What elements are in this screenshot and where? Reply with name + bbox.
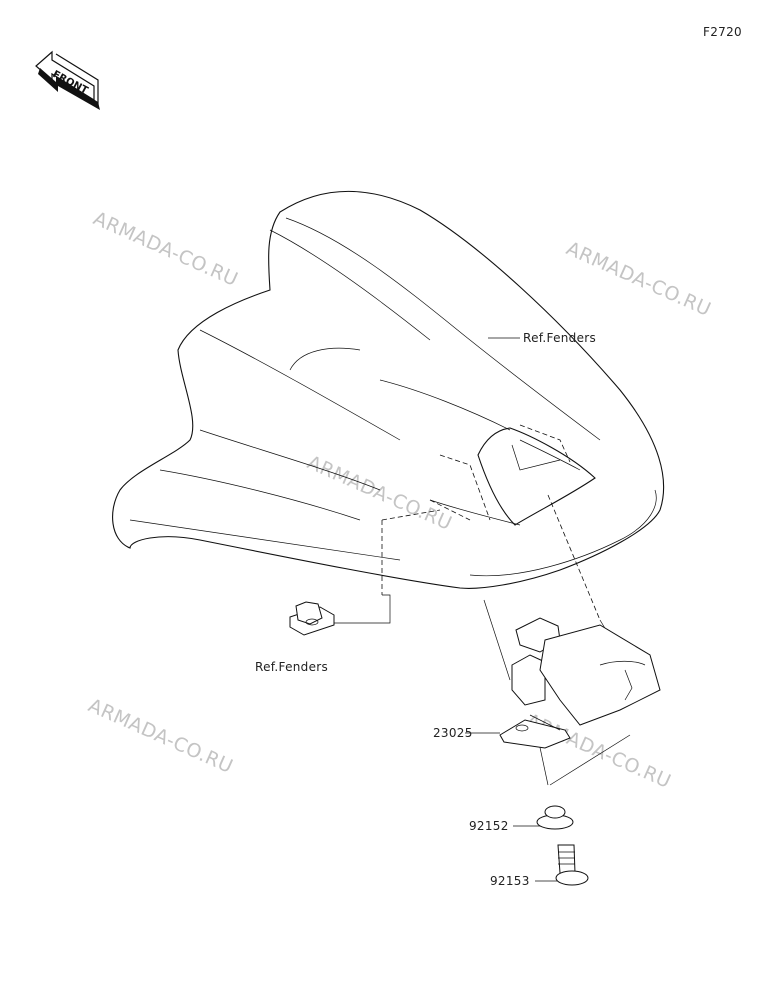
watermark-1: ARMADA-CO.RU bbox=[90, 207, 241, 291]
front-arrow-icon: FRONT bbox=[35, 50, 100, 110]
watermark-5: ARMADA-CO.RU bbox=[523, 709, 674, 793]
label-fender-top: Ref.Fenders bbox=[523, 331, 596, 345]
reference-lines bbox=[330, 424, 631, 786]
screw bbox=[555, 844, 589, 886]
label-fender-left: Ref.Fenders bbox=[255, 660, 328, 674]
watermark-3: ARMADA-CO.RU bbox=[304, 451, 455, 535]
fender-clip bbox=[289, 601, 335, 636]
label-screw: 92153 bbox=[490, 874, 530, 888]
rear-fender-drawing bbox=[112, 190, 665, 589]
license-lamp bbox=[499, 617, 661, 749]
watermark-4: ARMADA-CO.RU bbox=[85, 694, 236, 778]
diagram-code: F2720 bbox=[703, 25, 742, 39]
watermark-2: ARMADA-CO.RU bbox=[563, 237, 714, 321]
leader-lines bbox=[465, 337, 558, 882]
label-grommet: 92152 bbox=[469, 819, 509, 833]
label-lamp: 23025 bbox=[433, 726, 473, 740]
grommet bbox=[536, 805, 574, 830]
